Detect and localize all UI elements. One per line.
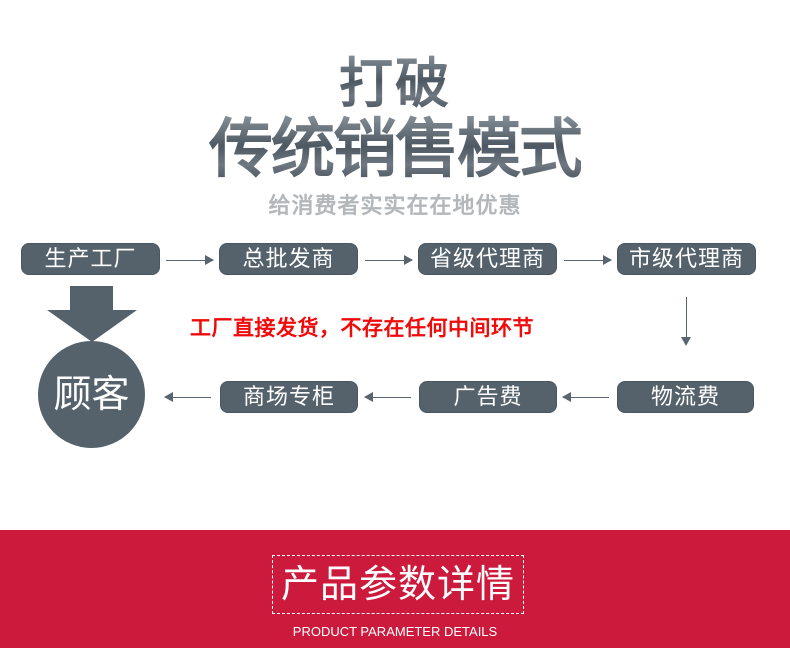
big-arrow-down-icon [70, 286, 113, 311]
flow-node-logistics-fee: 物流费 [617, 381, 754, 413]
arrow-left-icon [562, 392, 609, 402]
flow-node-mall-counter: 商场专柜 [220, 381, 358, 413]
arrow-left-icon [364, 392, 411, 402]
headline-break: 打破 [339, 52, 451, 115]
headline-traditional-sales-model: 传统销售模式 [209, 113, 583, 187]
section-title: 产品参数详情 [272, 555, 524, 614]
flow-node-wholesaler: 总批发商 [219, 243, 358, 275]
customer-circle: 顾客 [38, 341, 145, 448]
arrow-down-icon [681, 297, 691, 346]
flow-node-city-agent: 市级代理商 [617, 243, 756, 275]
arrow-left-icon [164, 392, 211, 402]
flow-node-provincial-agent: 省级代理商 [418, 243, 557, 275]
headline-subtitle: 给消费者实实在在地优惠 [268, 194, 522, 219]
direct-shipping-message: 工厂直接发货，不存在任何中间环节 [190, 316, 534, 340]
flow-node-advertising-fee: 广告费 [419, 381, 557, 413]
arrow-right-icon [365, 255, 413, 265]
arrow-right-icon [564, 255, 612, 265]
section-subtitle: PRODUCT PARAMETER DETAILS [292, 624, 498, 639]
big-arrow-down-head-icon [47, 310, 137, 342]
section-banner [0, 530, 790, 648]
arrow-right-icon [166, 255, 214, 265]
flow-node-factory: 生产工厂 [21, 243, 160, 275]
